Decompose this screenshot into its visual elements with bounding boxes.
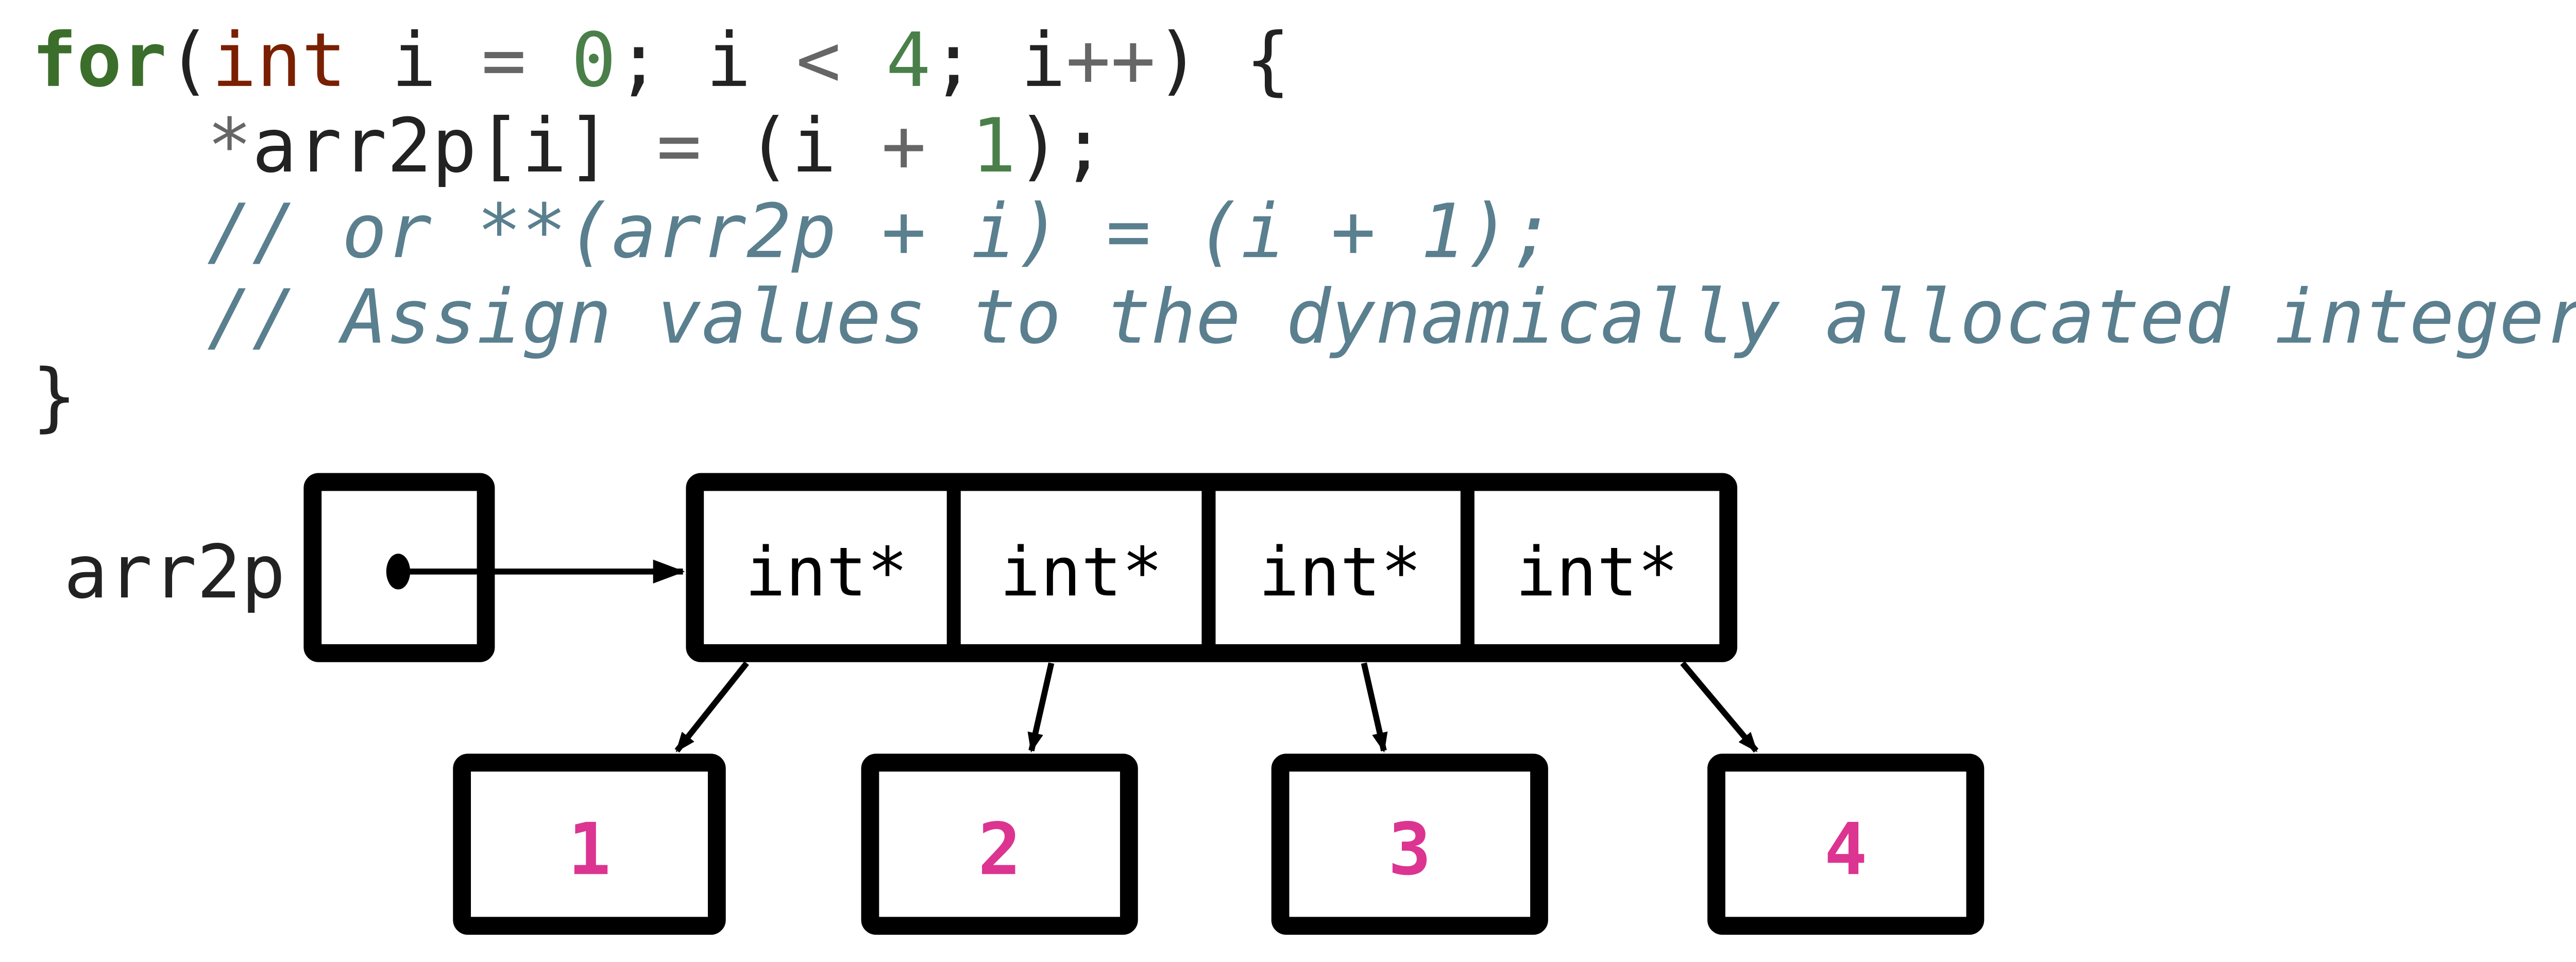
operator: * (207, 102, 252, 190)
code-line-1: for(int i = 0; i < 4; i++) { (32, 17, 1291, 104)
token: (i (702, 102, 882, 190)
element-arrow (1027, 662, 1055, 753)
value-box (453, 753, 726, 935)
token (926, 102, 971, 190)
token: ) { (1156, 17, 1291, 104)
token: ( (167, 17, 212, 104)
keyword-for: for (32, 17, 167, 104)
code-comment-2: // Assign values to the dynamically allo… (207, 273, 2576, 360)
operator: = (481, 17, 526, 104)
number: 0 (571, 17, 616, 104)
element-arrows (674, 661, 1759, 753)
element-arrow (1361, 662, 1388, 753)
type-int: int (212, 17, 347, 104)
value-text: 1 (568, 808, 611, 891)
array-cell: int* (745, 532, 908, 611)
array-cell: int* (1515, 532, 1678, 611)
operator: ++ (1065, 17, 1155, 104)
token (527, 17, 571, 104)
value-text: 2 (978, 808, 1021, 891)
operator: < (796, 17, 841, 104)
array-cell: int* (999, 532, 1162, 611)
element-arrow (674, 661, 749, 753)
code-block: for(int i = 0; i < 4; i++) { *arr2p[i] =… (32, 17, 2576, 440)
token (841, 17, 886, 104)
code-line-2: *arr2p[i] = (i + 1); (207, 102, 1106, 190)
code-line-5: } (32, 353, 77, 440)
value-box (1707, 753, 1985, 935)
array-cell: int* (1259, 532, 1421, 611)
element-arrow (1680, 661, 1759, 753)
pointer-label: arr2p (64, 529, 285, 615)
value-text: 4 (1824, 808, 1868, 891)
value-text: 3 (1388, 808, 1431, 891)
token: ); (1016, 102, 1106, 190)
code-comment-1: // or **(arr2p + i) = (i + 1); (207, 188, 1555, 275)
operator: = (656, 102, 701, 190)
pointer-dot (386, 554, 411, 590)
operator: + (882, 102, 926, 190)
number: 1 (971, 102, 1016, 190)
pointer-array: int* int* int* int* (686, 473, 1738, 662)
token: i (347, 17, 482, 104)
token: ; i (931, 17, 1066, 104)
token: arr2p[i] (252, 102, 656, 190)
value-box (861, 753, 1138, 935)
value-boxes: 1 2 3 4 (453, 753, 1985, 935)
value-box (1271, 753, 1548, 935)
number: 4 (886, 17, 931, 104)
token: ; i (616, 17, 796, 104)
